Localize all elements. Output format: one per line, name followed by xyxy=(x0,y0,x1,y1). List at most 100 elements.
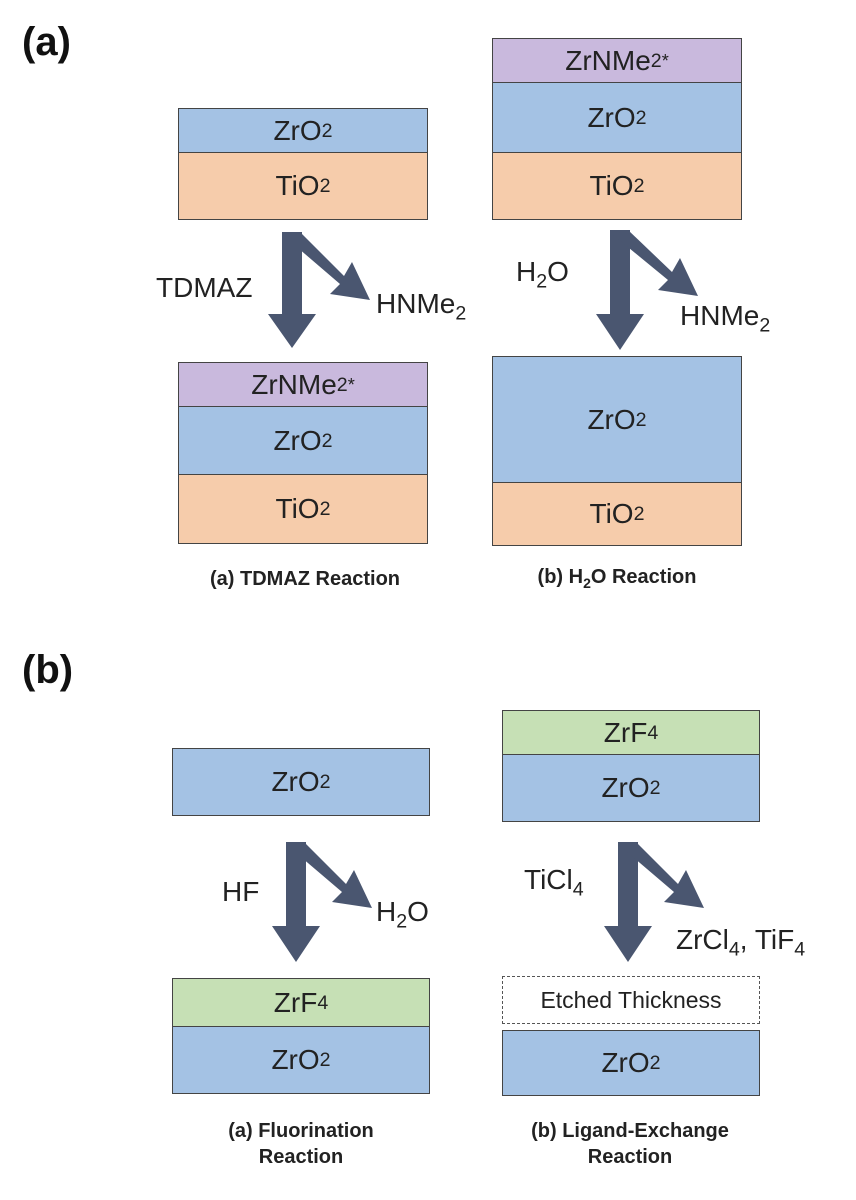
product-h2o: H2O xyxy=(376,896,429,934)
zrf4-text: ZrF xyxy=(273,987,318,1018)
tio2-sub: 2 xyxy=(633,502,645,525)
product-tail: O xyxy=(407,896,429,927)
zrnme2-text: ZrNMe xyxy=(251,369,337,400)
product-hnme2: HNMe2 xyxy=(376,288,466,326)
reactant-ticl4: TiCl4 xyxy=(524,864,584,902)
etched-thickness-layer: Etched Thickness xyxy=(502,976,760,1024)
zro2-text: ZrO xyxy=(587,404,636,435)
caption-pre: (b) H xyxy=(537,566,584,588)
reactant-h2o: H2O xyxy=(516,256,569,294)
zrnme2-sup: * xyxy=(347,374,355,395)
tio2-text: TiO xyxy=(275,170,320,201)
tio2-sub: 2 xyxy=(319,497,331,520)
zro2-text: ZrO xyxy=(587,102,636,133)
zrnme2-sub: 2 xyxy=(650,49,662,72)
caption-line1: (b) Ligand-Exchange xyxy=(531,1120,729,1142)
product-sub: 2 xyxy=(759,314,771,337)
zro2-text: ZrO xyxy=(271,1044,320,1075)
arrow-branch-shape xyxy=(612,230,698,296)
zrf4-text: ZrF xyxy=(603,717,648,748)
etched-thickness-text: Etched Thickness xyxy=(540,986,722,1013)
zro2-sub: 2 xyxy=(635,408,647,431)
zrf4-sub: 4 xyxy=(647,721,659,744)
zrnme2-sub: 2 xyxy=(336,373,348,396)
zro2-sub: 2 xyxy=(321,429,333,452)
zro2-text: ZrO xyxy=(273,115,322,146)
zro2-text: ZrO xyxy=(601,772,650,803)
product-zrcl4-tif4: ZrCl4, TiF4 xyxy=(676,924,805,962)
product-sub: 2 xyxy=(455,302,467,325)
product-text: H xyxy=(376,896,397,927)
arrow-branch-shape xyxy=(284,232,370,300)
zro2-text: ZrO xyxy=(271,766,320,797)
zro2-sub: 2 xyxy=(319,770,331,793)
tio2-sub: 2 xyxy=(633,174,645,197)
product-a-sub: 4 xyxy=(728,938,740,961)
zrf4-sub: 4 xyxy=(317,991,329,1014)
zro2-sub: 2 xyxy=(321,119,333,142)
caption-line1: (a) Fluorination xyxy=(228,1120,374,1142)
reactant-sub: 4 xyxy=(572,878,584,901)
tio2-text: TiO xyxy=(589,170,634,201)
caption-h2o-reaction: (b) H2O Reaction xyxy=(470,564,764,596)
zro2-sub: 2 xyxy=(319,1048,331,1071)
zrnme2-sup: * xyxy=(661,50,669,71)
product-hnme2: HNMe2 xyxy=(680,300,770,338)
arrow-down-shape xyxy=(268,232,316,348)
arrow-down-shape xyxy=(604,842,652,962)
reactant-tdmaz: TDMAZ xyxy=(156,272,253,303)
zro2-sub: 2 xyxy=(649,776,661,799)
product-text: HNMe xyxy=(680,300,760,331)
zrnme2-text: ZrNMe xyxy=(565,45,651,76)
arrow-branch-shape xyxy=(288,842,372,908)
product-b-sub: 4 xyxy=(794,938,806,961)
product-a-text: ZrCl xyxy=(676,924,729,955)
caption-ligand-exchange-reaction: (b) Ligand-Exchange Reaction xyxy=(480,1118,780,1170)
reactant-tail: O xyxy=(547,256,569,287)
zro2-sub: 2 xyxy=(649,1051,661,1074)
panel-b-label: (b) xyxy=(22,648,74,692)
reactant-sub: 2 xyxy=(536,270,548,293)
arrow-down-shape xyxy=(596,230,644,350)
product-b-text: , TiF xyxy=(739,924,795,955)
tio2-text: TiO xyxy=(589,498,634,529)
arrow-down-shape xyxy=(272,842,320,962)
caption-line2: Reaction xyxy=(258,1146,344,1168)
reactant-hf: HF xyxy=(222,876,260,907)
zro2-text: ZrO xyxy=(601,1047,650,1078)
product-text: HNMe xyxy=(376,288,456,319)
caption-tdmaz-reaction: (a) TDMAZ Reaction xyxy=(210,568,400,590)
reactant-text: TiCl xyxy=(524,864,573,895)
arrow-branch-shape xyxy=(620,842,704,908)
caption-post: O Reaction xyxy=(590,566,697,588)
caption-sub: 2 xyxy=(583,575,591,591)
zro2-sub: 2 xyxy=(635,106,647,129)
product-sub: 2 xyxy=(396,910,408,933)
caption-fluorination-reaction: (a) Fluorination Reaction xyxy=(160,1118,442,1170)
caption-line2: Reaction xyxy=(587,1146,673,1168)
tio2-text: TiO xyxy=(275,493,320,524)
tio2-sub: 2 xyxy=(319,174,331,197)
zro2-text: ZrO xyxy=(273,425,322,456)
panel-a-label: (a) xyxy=(22,20,71,64)
reactant-text: H xyxy=(516,256,537,287)
